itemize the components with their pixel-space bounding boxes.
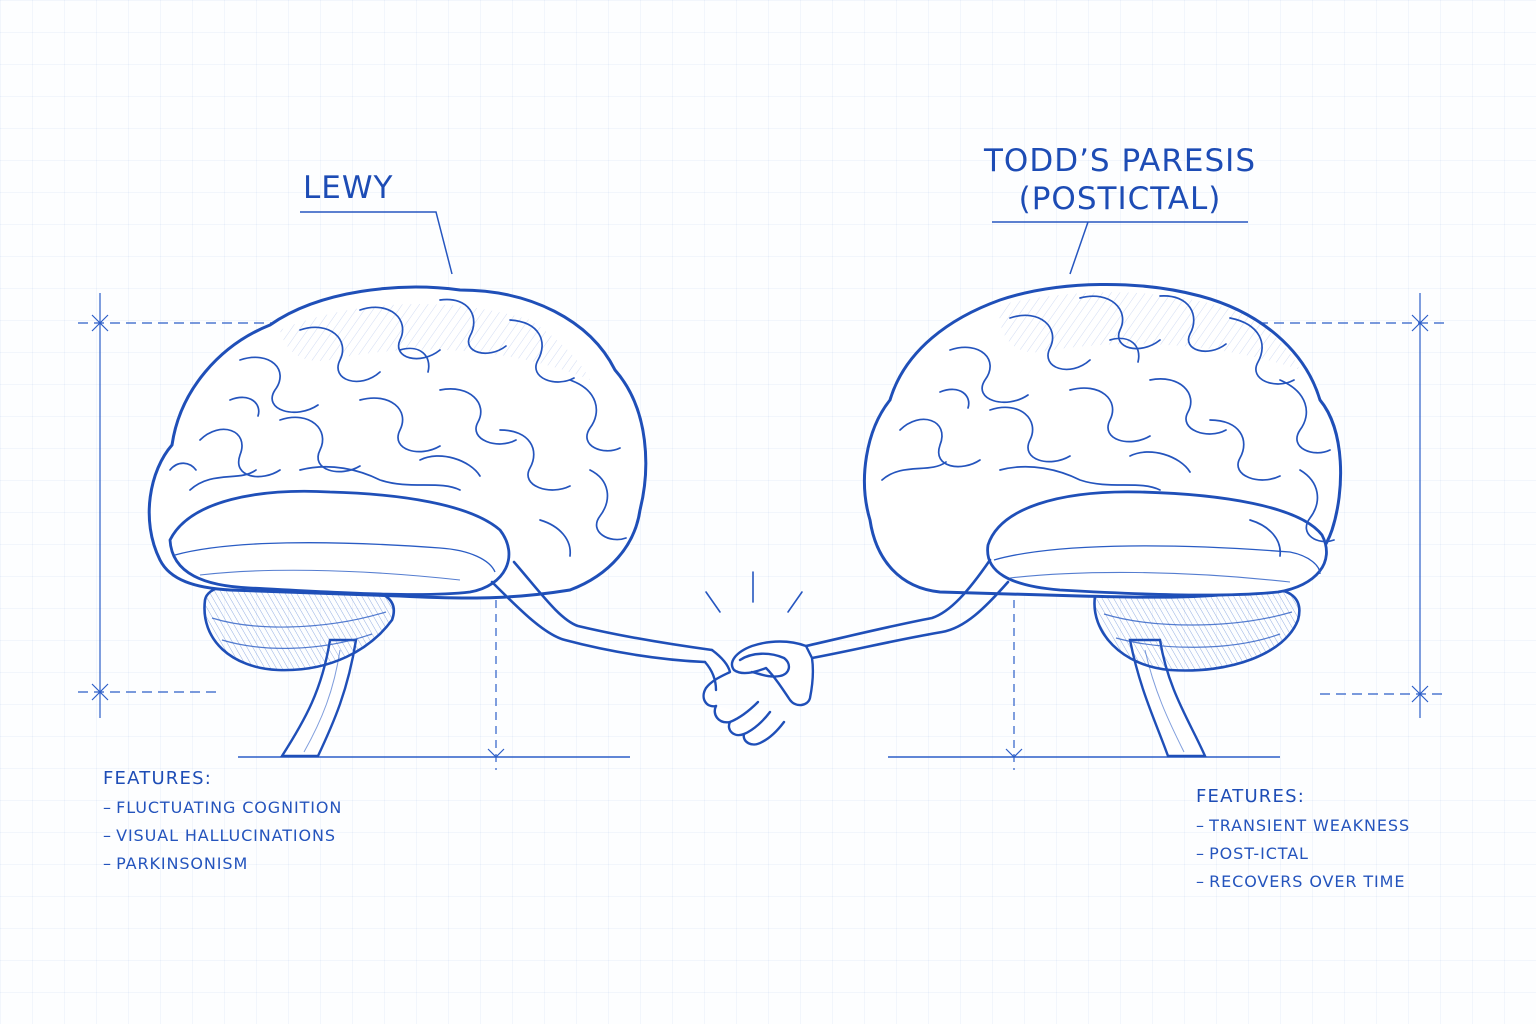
right-features-heading: FEATURES: (1196, 786, 1305, 807)
list-item: FLUCTUATING COGNITION (103, 794, 342, 822)
list-item: PARKINSONISM (103, 850, 342, 878)
list-item: TRANSIENT WEAKNESS (1196, 812, 1410, 840)
left-features-list: FLUCTUATING COGNITION VISUAL HALLUCINATI… (103, 794, 342, 878)
brain-icon (863, 282, 1343, 758)
right-features-list: TRANSIENT WEAKNESS POST-ICTAL RECOVERS O… (1196, 812, 1410, 896)
handshake-icon (702, 640, 815, 746)
left-brain-title: LEWY (303, 170, 394, 206)
list-item: VISUAL HALLUCINATIONS (103, 822, 342, 850)
right-brain-title-line1: TODD’S PARESIS (984, 143, 1257, 179)
brain-icon (147, 285, 648, 758)
right-brain-title: TODD’S PARESIS (POSTICTAL) (984, 142, 1256, 218)
leader-lines (300, 211, 1248, 275)
arms (490, 558, 1010, 664)
handshake-sparkle (705, 571, 803, 613)
list-item: POST-ICTAL (1196, 840, 1410, 868)
list-item: RECOVERS OVER TIME (1196, 868, 1410, 896)
right-brain-title-line2: (POSTICTAL) (1018, 181, 1222, 217)
left-features-heading: FEATURES: (103, 768, 212, 789)
